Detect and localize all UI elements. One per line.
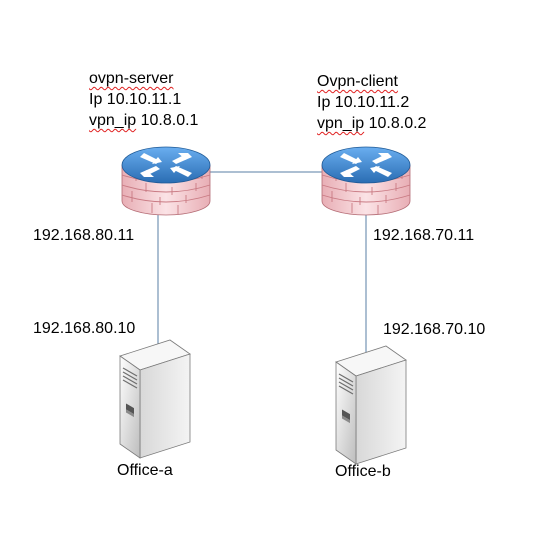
office-b-server-icon[interactable] [335,345,407,465]
server-router-info: ovpn-server Ip 10.10.11.1 vpn_ip 10.8.0.… [89,68,198,131]
office-a-ip: 192.168.80.10 [33,320,136,337]
office-b-label: Office-b [335,463,391,480]
server-vpn-ip: 10.8.0.1 [140,112,199,129]
client-router-icon[interactable] [321,146,411,216]
client-router-info: Ovpn-client Ip 10.10.11.2 vpn_ip 10.8.0.… [317,71,426,134]
office-a-label: Office-a [117,462,173,479]
office-a-server-icon[interactable] [119,339,191,459]
client-router-name: Ovpn-client [317,73,398,90]
client-ip-prefix: Ip [317,94,331,111]
server-ip-prefix: Ip [89,91,103,108]
server-lan-ip: 192.168.80.11 [33,227,135,244]
server-router-name: ovpn-server [89,70,174,87]
client-ip: 10.10.11.2 [334,94,410,111]
client-vpn-ip: 10.8.0.2 [368,115,427,132]
office-b-ip: 192.168.70.10 [383,321,486,338]
server-router-icon[interactable] [121,146,211,216]
server-vpn-prefix: vpn_ip [89,112,137,129]
client-vpn-prefix: vpn_ip [317,115,365,132]
client-lan-ip: 192.168.70.11 [373,227,475,244]
server-ip: 10.10.11.1 [106,91,182,108]
